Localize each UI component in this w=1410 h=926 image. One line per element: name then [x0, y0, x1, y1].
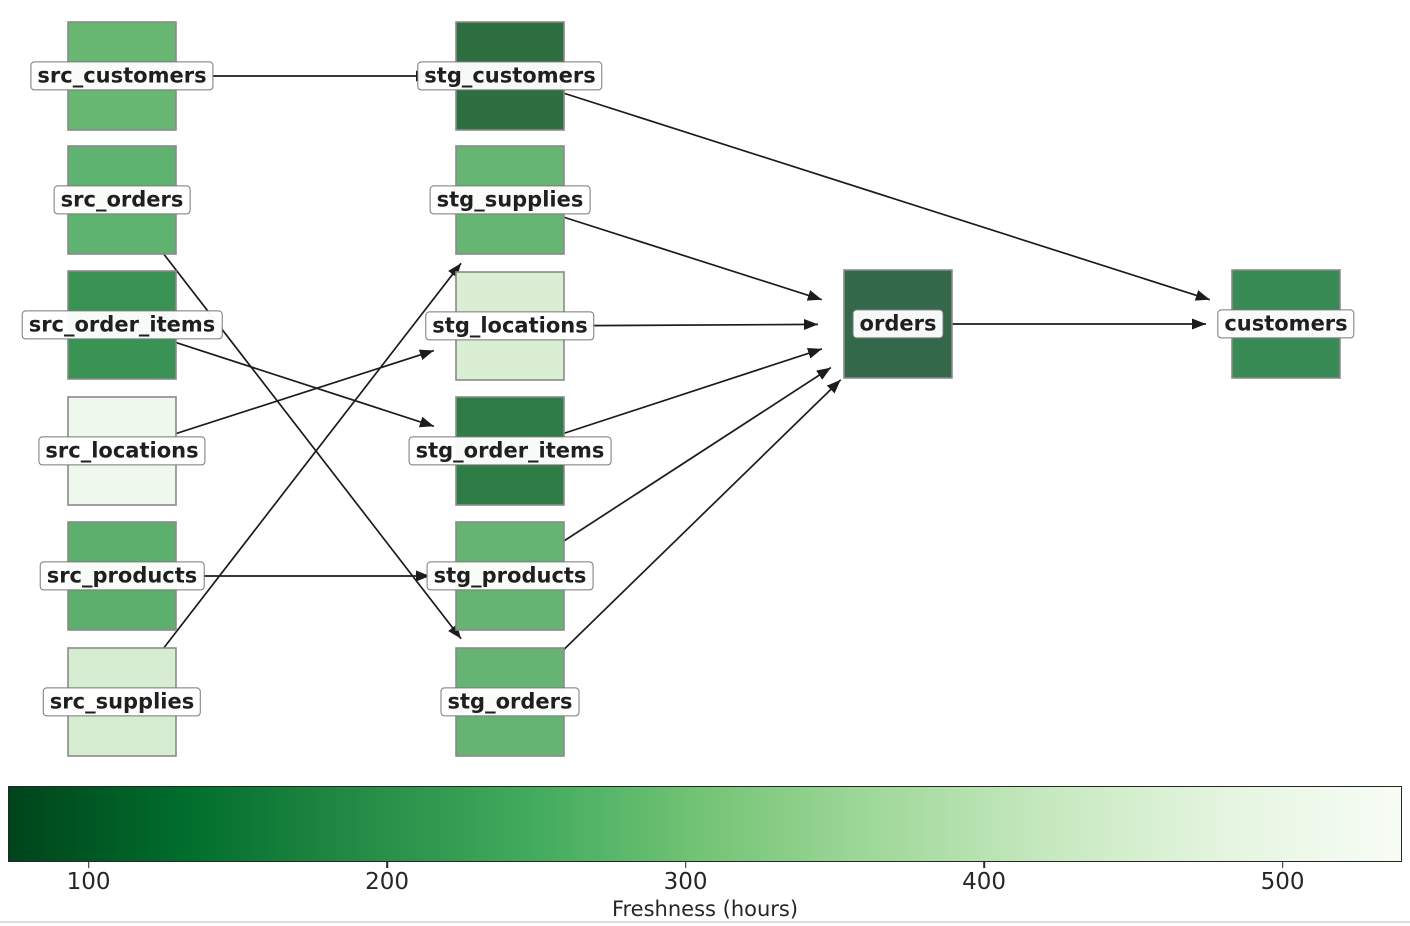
node-label-stg_products: stg_products — [426, 561, 594, 591]
node-layer — [67, 21, 1341, 757]
node-label-stg_orders: stg_orders — [440, 687, 580, 717]
colorbar-tick-mark-200 — [386, 862, 388, 868]
colorbar-tick-mark-100 — [87, 862, 90, 868]
node-label-src_supplies: src_supplies — [42, 687, 202, 717]
colorbar-tick-mark-500 — [1281, 862, 1284, 868]
colorbar-tick-label-200: 200 — [365, 869, 410, 895]
edge-stg_orders-to-orders — [509, 379, 842, 703]
node-label-src_locations: src_locations — [38, 436, 206, 466]
node-label-customers: customers — [1217, 309, 1355, 339]
node-label-stg_locations: stg_locations — [425, 311, 595, 341]
colorbar-tick-mark-300 — [684, 862, 687, 868]
node-label-src_orders: src_orders — [53, 185, 191, 215]
node-label-src_products: src_products — [39, 561, 205, 591]
freshness-colorbar — [8, 786, 1402, 862]
bottom-divider — [0, 921, 1410, 923]
colorbar-axis-label: Freshness (hours) — [611, 897, 799, 921]
edge-src_orders-to-stg_orders — [121, 199, 462, 640]
dag-canvas — [67, 21, 1341, 757]
node-label-orders: orders — [852, 309, 944, 339]
node-label-src_order_items: src_order_items — [21, 310, 223, 340]
node-label-stg_order_items: stg_order_items — [408, 436, 612, 466]
colorbar-tick-label-400: 400 — [962, 869, 1007, 895]
node-label-src_customers: src_customers — [30, 61, 214, 91]
edge-layer — [121, 70, 1211, 703]
edge-src_supplies-to-stg_supplies — [121, 262, 462, 703]
colorbar-tick-label-100: 100 — [66, 869, 111, 895]
node-label-stg_supplies: stg_supplies — [429, 185, 591, 215]
colorbar-tick-mark-400 — [983, 862, 985, 868]
edge-stg_customers-to-customers — [509, 75, 1211, 301]
colorbar-gradient — [9, 787, 1401, 861]
colorbar-tick-label-300: 300 — [663, 869, 708, 895]
node-label-stg_customers: stg_customers — [417, 61, 603, 91]
colorbar-tick-label-500: 500 — [1260, 869, 1305, 895]
